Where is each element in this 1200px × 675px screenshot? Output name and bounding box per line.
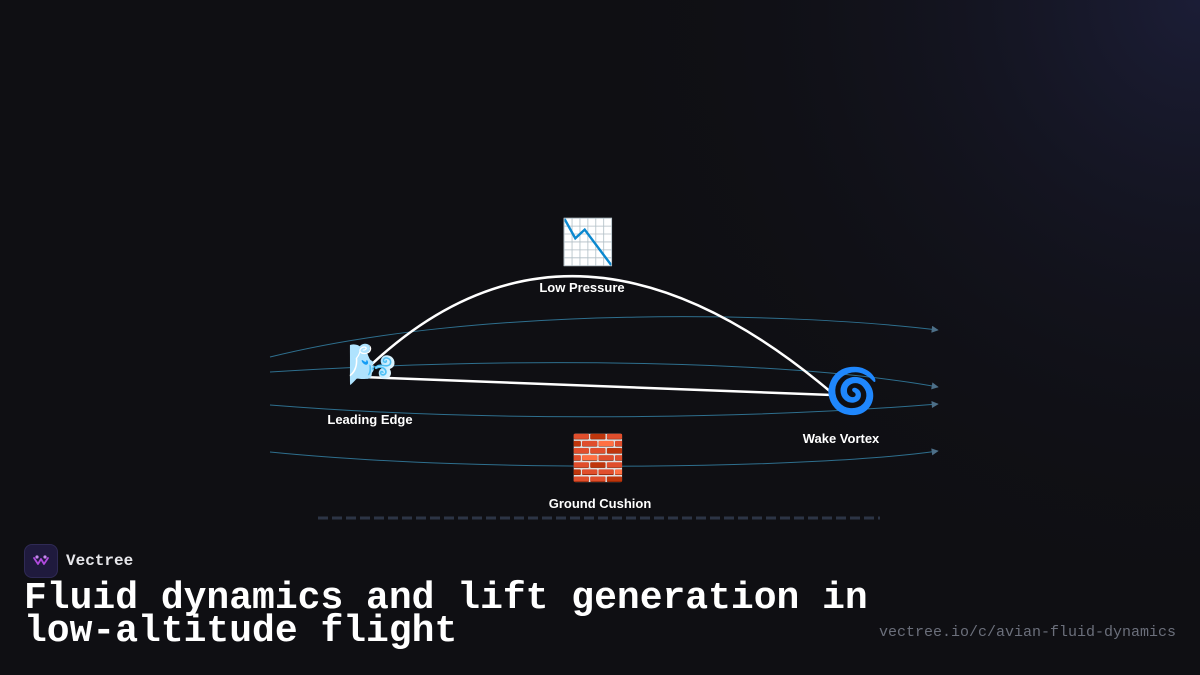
node-ground-cushion: 🧱 Ground Cushion bbox=[549, 433, 652, 511]
streamline bbox=[269, 316, 939, 358]
page-title: Fluid dynamics and lift generation in lo… bbox=[24, 577, 868, 653]
wind-face-icon: 🌬️ bbox=[347, 342, 397, 388]
node-label-low-pressure: Low Pressure bbox=[539, 280, 624, 295]
cyclone-icon: 🌀 bbox=[825, 364, 880, 417]
streamline bbox=[269, 448, 939, 467]
chart-decreasing-icon: 📉 bbox=[561, 217, 616, 268]
node-label-wake-vortex: Wake Vortex bbox=[803, 431, 880, 446]
node-label-ground-cushion: Ground Cushion bbox=[549, 496, 652, 511]
wing-profile bbox=[360, 274, 834, 397]
brand-name: Vectree bbox=[66, 552, 134, 570]
node-wake-vortex: 🌀 Wake Vortex bbox=[803, 364, 880, 446]
node-low-pressure: 📉 Low Pressure bbox=[539, 217, 624, 295]
wing-chord bbox=[360, 375, 834, 397]
node-label-leading-edge: Leading Edge bbox=[327, 412, 412, 427]
streamline bbox=[269, 362, 939, 390]
node-leading-edge: 🌬️ Leading Edge bbox=[327, 342, 412, 427]
page-url[interactable]: vectree.io/c/avian-fluid-dynamics bbox=[878, 624, 1176, 641]
vectree-logo-icon bbox=[24, 544, 58, 578]
streamline bbox=[269, 401, 939, 418]
brick-icon: 🧱 bbox=[571, 433, 626, 484]
wing-upper-surface bbox=[370, 274, 834, 395]
airflow-streamlines bbox=[269, 316, 939, 467]
brand: Vectree bbox=[24, 544, 133, 578]
